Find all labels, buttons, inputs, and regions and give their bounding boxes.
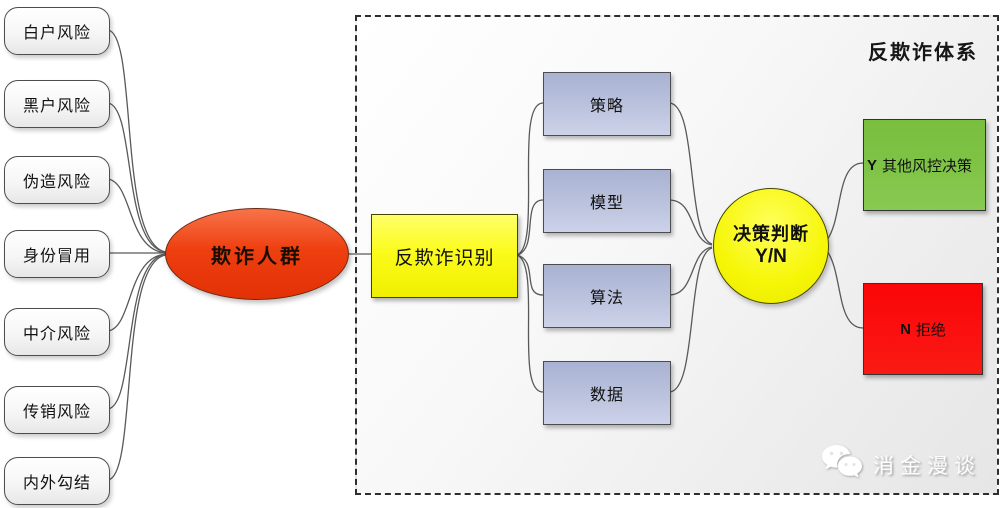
outcome-no-label: 拒绝	[915, 322, 946, 339]
decision-yn-label: Y/N	[755, 246, 787, 268]
risk-box-black-user: 黑户风险	[4, 80, 110, 128]
risk-box-pyramid: 传销风险	[4, 386, 110, 434]
watermark: 消金漫谈	[820, 443, 981, 486]
watermark-text: 消金漫谈	[873, 453, 981, 478]
outcome-no-node: N 拒绝	[863, 283, 983, 375]
risk-box-white-user: 白户风险	[4, 7, 110, 55]
method-box-data: 数据	[543, 361, 671, 425]
method-box-strategy: 策略	[543, 72, 671, 136]
outcome-yes-node: Y 其他风控决策	[863, 119, 986, 211]
method-box-model: 模型	[543, 169, 671, 233]
outcome-no-tag: N	[900, 320, 911, 338]
decision-node: 决策判断 Y/N	[713, 188, 829, 304]
risk-box-agency: 中介风险	[4, 308, 110, 356]
outcome-yes-label: 其他风控决策	[882, 158, 973, 175]
risk-box-identity-theft: 身份冒用	[4, 230, 110, 278]
wechat-icon	[820, 443, 864, 486]
outcome-yes-tag: Y	[867, 156, 878, 174]
frame-title: 反欺诈体系	[868, 42, 978, 64]
method-box-algorithm: 算法	[543, 264, 671, 328]
risk-box-forgery: 伪造风险	[4, 156, 110, 204]
risk-box-collusion: 内外勾结	[4, 457, 110, 505]
anti-fraud-identify-node: 反欺诈识别	[371, 214, 518, 298]
fraud-group-node: 欺诈人群	[165, 208, 349, 300]
decision-label: 决策判断	[733, 223, 809, 244]
